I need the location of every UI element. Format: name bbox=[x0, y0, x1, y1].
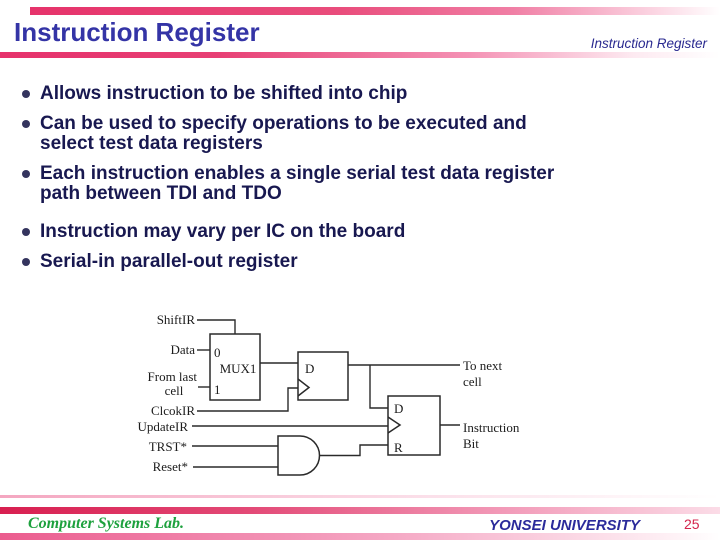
page-title: Instruction Register bbox=[14, 17, 260, 47]
label-instruction-bit: Bit bbox=[463, 436, 479, 451]
bullet-dot-icon bbox=[22, 228, 30, 236]
label-ff2-r: R bbox=[394, 440, 403, 455]
label-from-last-cell: cell bbox=[165, 383, 184, 398]
label-to-next: To next bbox=[463, 358, 503, 373]
label-from-last: From last bbox=[148, 369, 198, 384]
label-shiftir: ShiftIR bbox=[157, 312, 196, 327]
wire-clcokir bbox=[197, 387, 298, 412]
label-mux-in1: 1 bbox=[214, 382, 221, 397]
bullet-item: Allows instruction to be shifted into ch… bbox=[22, 84, 712, 104]
label-updateir: UpdateIR bbox=[137, 419, 188, 434]
bullet-dot-icon bbox=[22, 90, 30, 98]
label-trst: TRST* bbox=[149, 439, 187, 454]
flipflop1-clock-triangle-icon bbox=[297, 378, 311, 397]
flipflop2-clock-triangle-icon bbox=[387, 416, 402, 434]
label-instruction: Instruction bbox=[463, 420, 520, 435]
bottom-accent-bar bbox=[0, 533, 720, 540]
label-to-next-cell: cell bbox=[463, 374, 482, 389]
label-ff2-d: D bbox=[394, 401, 403, 416]
label-reset: Reset* bbox=[153, 459, 188, 474]
page-number: 25 bbox=[684, 516, 700, 532]
bullet-item: Each instruction enables a single serial… bbox=[22, 164, 712, 204]
bullet-text: Serial-in parallel-out register bbox=[40, 251, 298, 272]
bullet-dot-icon bbox=[22, 120, 30, 128]
flipflop1-box bbox=[297, 351, 349, 401]
flipflop2-box bbox=[387, 395, 441, 456]
footer-accent-bar bbox=[0, 507, 720, 514]
bullet-text: Allows instruction to be shifted into ch… bbox=[40, 83, 408, 104]
mux-box bbox=[209, 333, 261, 401]
corner-title: Instruction Register bbox=[590, 36, 707, 51]
bullet-text: Can be used to specify operations to be … bbox=[40, 113, 527, 154]
and-gate bbox=[277, 435, 321, 476]
wire-and-to-r bbox=[320, 444, 388, 457]
footer-university-name: YONSEI UNIVERSITY bbox=[489, 517, 640, 534]
instruction-register-circuit-diagram: ShiftIR Data From last cell ClcokIR Upda… bbox=[137, 312, 520, 476]
label-mux: MUX1 bbox=[220, 361, 257, 376]
label-mux-in0: 0 bbox=[214, 345, 221, 360]
bullet-item: Instruction may vary per IC on the board bbox=[22, 222, 712, 242]
title-underline-rule bbox=[0, 52, 720, 58]
bullet-item: Serial-in parallel-out register bbox=[22, 252, 712, 272]
footer-lab-name: Computer Systems Lab. bbox=[28, 515, 185, 532]
bullet-text: Each instruction enables a single serial… bbox=[40, 163, 555, 204]
label-ff1-d: D bbox=[305, 361, 314, 376]
footer-top-rule bbox=[0, 495, 720, 498]
label-clcokir: ClcokIR bbox=[151, 403, 195, 418]
bullet-item: Can be used to specify operations to be … bbox=[22, 114, 712, 154]
bullet-dot-icon bbox=[22, 258, 30, 266]
bullet-text: Instruction may vary per IC on the board bbox=[40, 221, 406, 242]
label-data: Data bbox=[170, 342, 195, 357]
wire-shiftir bbox=[197, 319, 236, 334]
bullet-dot-icon bbox=[22, 170, 30, 178]
top-accent-bar bbox=[30, 7, 720, 15]
bullet-list: Allows instruction to be shifted into ch… bbox=[0, 84, 712, 282]
wire-branch-to-ff2 bbox=[369, 365, 388, 409]
